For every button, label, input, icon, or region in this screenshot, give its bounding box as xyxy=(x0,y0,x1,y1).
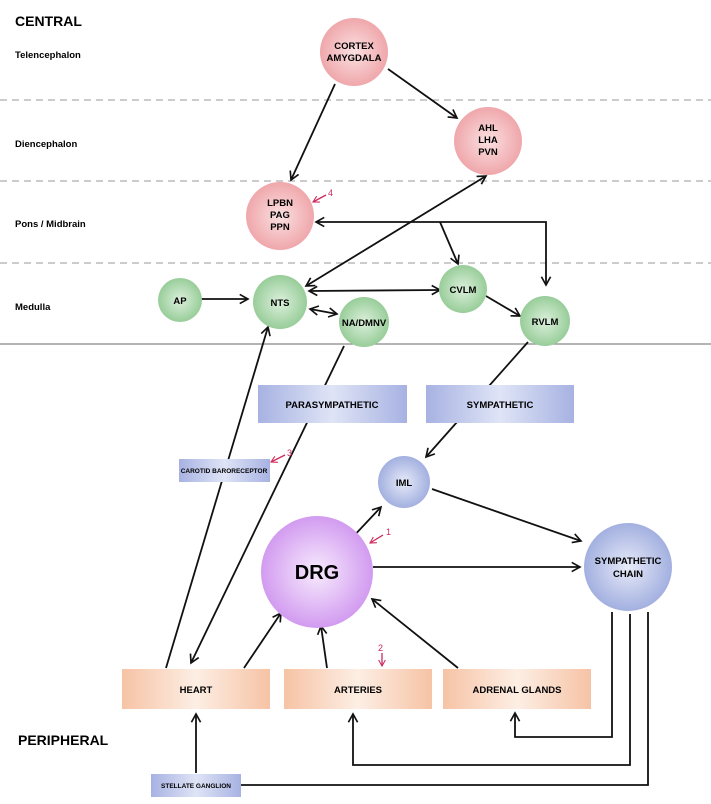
annotation-1: 1 xyxy=(369,527,391,544)
level-pons-midbrain: Pons / Midbrain xyxy=(15,219,86,230)
peripheral-label: PERIPHERAL xyxy=(18,732,109,748)
node-pons: LPBN PAG PPN xyxy=(246,182,314,250)
arrow-cvlm-to-rvlm xyxy=(485,295,522,317)
annotation-4: 4 xyxy=(312,188,333,203)
sympathetic-label: SYMPATHETIC xyxy=(467,400,534,411)
lha-label: LHA xyxy=(478,135,498,146)
parasympathetic-label: PARASYMPATHETIC xyxy=(286,400,379,411)
ppn-label: PPN xyxy=(270,222,290,233)
amygdala-label: AMYGDALA xyxy=(327,53,382,64)
lpbn-label: LPBN xyxy=(267,198,293,209)
annotation-4-label: 4 xyxy=(328,188,333,198)
box-carotid-baroreceptor: CAROTID BARORECEPTOR xyxy=(179,459,270,482)
annotation-2: 2 xyxy=(378,643,386,668)
level-telencephalon: Telencephalon xyxy=(15,50,81,61)
arrow-heart-to-drg xyxy=(243,611,282,669)
nts-label: NTS xyxy=(271,298,290,309)
arrow-heart-to-nts xyxy=(165,325,271,669)
node-nts: NTS xyxy=(253,275,307,329)
heart-label: HEART xyxy=(180,685,213,696)
carotid-baroreceptor-label: CAROTID BARORECEPTOR xyxy=(181,468,268,475)
sympathetic-chain-label-2: CHAIN xyxy=(613,569,643,580)
rvlm-label: RVLM xyxy=(532,317,559,328)
annotation-3: 3 xyxy=(270,448,292,463)
box-parasympathetic: PARASYMPATHETIC xyxy=(258,385,407,423)
arrow-cortex-to-pons xyxy=(289,83,336,182)
arrow-nts-cvlm xyxy=(307,284,442,297)
ap-label: AP xyxy=(173,296,187,307)
central-label: CENTRAL xyxy=(15,13,82,29)
level-medulla: Medulla xyxy=(15,302,51,313)
box-stellate-ganglion: STELLATE GANGLION xyxy=(151,774,241,797)
cortex-label: CORTEX xyxy=(334,41,374,52)
box-heart: HEART xyxy=(122,669,270,709)
arrow-pons-to-cvlm xyxy=(439,221,460,266)
pvn-label: PVN xyxy=(478,147,498,158)
arrow-nts-namdmv xyxy=(308,305,339,318)
level-diencephalon: Diencephalon xyxy=(15,139,77,150)
node-rvlm: RVLM xyxy=(520,296,570,346)
node-hypothalamus: AHL LHA PVN xyxy=(454,107,522,175)
node-drg: DRG xyxy=(261,516,373,628)
box-arteries: ARTERIES xyxy=(284,669,432,709)
connections xyxy=(165,68,649,786)
node-iml: IML xyxy=(378,456,430,508)
box-sympathetic: SYMPATHETIC xyxy=(426,385,574,423)
adrenal-glands-label: ADRENAL GLANDS xyxy=(472,685,561,696)
node-sympathetic-chain: SYMPATHETIC CHAIN xyxy=(584,523,672,611)
box-adrenal-glands: ADRENAL GLANDS xyxy=(443,669,591,709)
cvlm-label: CVLM xyxy=(450,285,477,296)
annotation-2-label: 2 xyxy=(378,643,383,653)
arrow-cortex-to-hypothalamus xyxy=(387,68,459,119)
annotation-3-label: 3 xyxy=(287,448,292,458)
annotation-1-label: 1 xyxy=(386,527,391,537)
arrow-chain-to-arteries xyxy=(347,614,631,766)
arrow-chain-to-adrenal xyxy=(509,612,613,738)
node-na-dmnv: NA/DMNV xyxy=(339,297,389,347)
node-cvlm: CVLM xyxy=(439,265,487,313)
arteries-label: ARTERIES xyxy=(334,685,382,696)
stellate-ganglion-label: STELLATE GANGLION xyxy=(161,783,231,790)
iml-label: IML xyxy=(396,478,413,489)
na-dmnv-label: NA/DMNV xyxy=(342,318,387,329)
arrow-chain-to-stellate xyxy=(241,612,649,786)
sympathetic-chain-label-1: SYMPATHETIC xyxy=(595,556,662,567)
node-cortex-amygdala: CORTEX AMYGDALA xyxy=(320,18,388,86)
arrow-arteries-to-drg xyxy=(316,624,328,669)
ahl-label: AHL xyxy=(478,123,498,134)
arrow-iml-to-chain xyxy=(431,488,583,544)
pag-label: PAG xyxy=(270,210,290,221)
node-ap: AP xyxy=(158,278,202,322)
drg-label: DRG xyxy=(295,562,339,584)
arrow-pons-rvlm xyxy=(314,216,552,287)
arrow-adrenal-to-drg xyxy=(370,597,459,669)
